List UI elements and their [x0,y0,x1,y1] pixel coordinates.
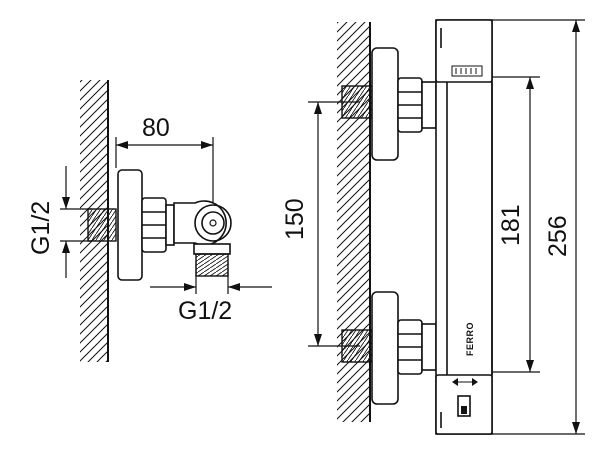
label-spacing-150: 150 [281,198,309,240]
label-height-256: 256 [544,215,572,257]
label-depth-80: 80 [142,114,170,142]
flow-arrow-icon [452,378,478,386]
brand-logo: FERRO [465,322,475,356]
mixer-body-side [173,200,227,246]
bottom-outlet-thread [195,253,229,277]
dimension-181 [492,76,540,373]
dimension-wall-thread [60,166,92,278]
dimension-256 [492,19,585,435]
wall-inlet-thread [87,208,117,242]
body-bore-outer [194,204,232,242]
rosette-side [117,169,143,281]
upper-rosette [371,47,399,161]
label-height-181: 181 [497,204,525,246]
top-knob [435,19,493,83]
label-outlet-thread: G1/2 [178,297,232,325]
lower-rosette [371,291,399,405]
label-wall-thread: G1/2 [27,201,55,255]
temperature-scale [451,65,483,77]
body-bore-inner [201,211,225,235]
dimension-150 [308,101,360,347]
front-view [308,19,585,435]
dimension-outlet-thread [150,262,272,294]
side-view [60,80,272,362]
dimension-80 [115,137,214,202]
